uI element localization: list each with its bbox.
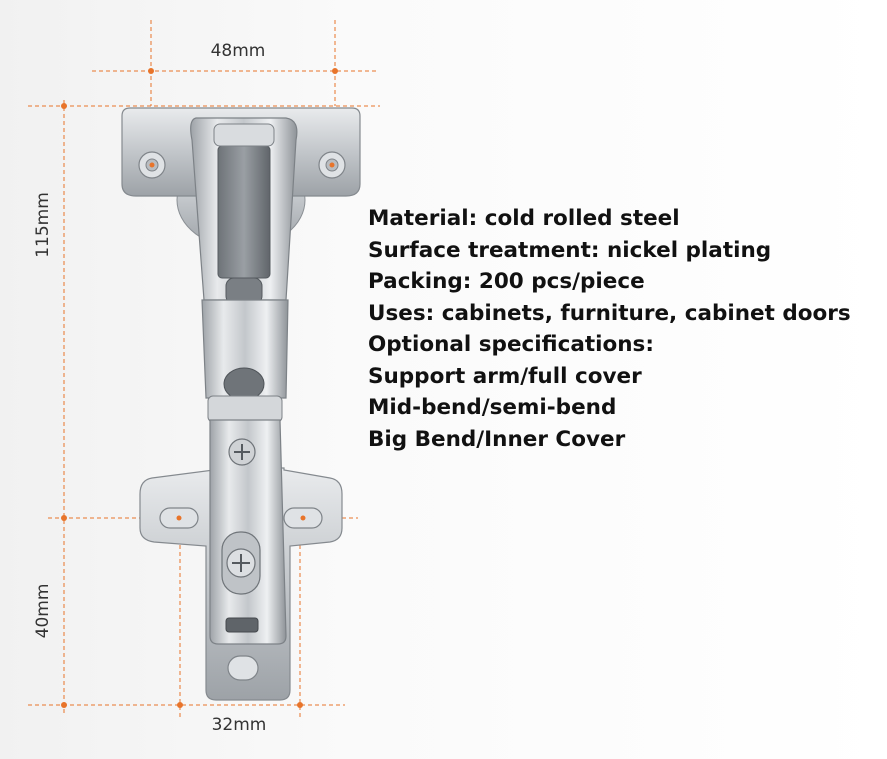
dimension-total-height: 115mm — [33, 192, 53, 258]
lower-plate-slot-left — [159, 507, 199, 529]
dimension-plate-height: 40mm — [33, 584, 53, 639]
dimension-dots — [61, 68, 338, 708]
spec-list: Material: cold rolled steel Surface trea… — [368, 203, 851, 455]
spec-surface-treatment: Surface treatment: nickel plating — [368, 237, 772, 263]
lower-plate-slot-right — [283, 507, 323, 529]
hinge-illustration — [121, 107, 361, 701]
lower-plate-slot-bottom — [227, 655, 259, 681]
spec-optional-heading: Optional specifications: — [368, 332, 654, 357]
spec-material: Material: cold rolled steel — [368, 206, 680, 231]
top-plate-screw-hole-left — [138, 151, 166, 179]
adjustment-screw-upper — [228, 438, 256, 466]
spec-option-inner-cover: Big Bend/Inner Cover — [368, 426, 626, 452]
spec-option-semi-bend: Mid-bend/semi-bend — [368, 395, 617, 420]
spec-packing: Packing: 200 pcs/piece — [368, 269, 645, 294]
top-plate-screw-hole-right — [318, 151, 346, 179]
dimension-top-width: 48mm — [211, 41, 266, 61]
adjustment-screw-lower — [221, 531, 261, 595]
spec-uses: Uses: cabinets, furniture, cabinet doors — [368, 300, 851, 326]
dimension-bottom-width: 32mm — [212, 715, 267, 735]
spec-option-full-cover: Support arm/full cover — [368, 363, 642, 389]
